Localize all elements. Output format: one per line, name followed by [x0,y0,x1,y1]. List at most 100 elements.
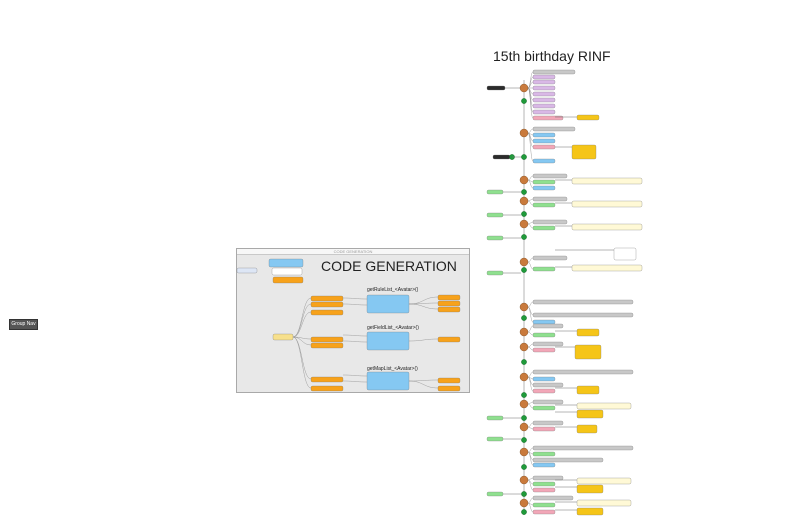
green-source-node[interactable] [486,212,504,218]
graph-node[interactable] [532,462,556,468]
note-node[interactable] [576,484,604,494]
graph-node[interactable] [532,475,564,481]
hub-node[interactable] [519,342,529,352]
hub-node[interactable] [519,422,529,432]
graph-node[interactable] [532,144,556,150]
graph-node[interactable] [532,97,556,103]
orange-node[interactable] [310,376,344,383]
graph-node[interactable] [532,115,564,121]
graph-node[interactable] [532,369,634,375]
graph-node[interactable] [532,312,634,318]
graph-node[interactable] [532,79,556,85]
hub-node[interactable] [519,257,529,267]
note-node[interactable] [571,223,643,231]
graph-node[interactable] [532,382,564,388]
hub-node[interactable] [519,447,529,457]
graph-node[interactable] [532,509,556,515]
graph-node[interactable] [532,332,556,338]
hub-node[interactable] [519,175,529,185]
green-source-node[interactable] [486,189,504,195]
connector-node[interactable] [521,491,527,497]
note-node[interactable] [576,328,600,337]
note-node[interactable] [576,499,632,507]
connector-node[interactable] [521,98,527,104]
graph-node[interactable] [532,347,556,353]
graph-node[interactable] [532,502,556,508]
note-node[interactable] [571,200,643,208]
orange-node[interactable] [310,342,344,349]
orange-node[interactable] [310,309,344,316]
graph-node[interactable] [532,487,556,493]
method-node[interactable] [366,371,410,391]
connector-node[interactable] [521,392,527,398]
note-node[interactable] [576,424,598,434]
schema-node[interactable] [268,258,304,268]
graph-node[interactable] [532,426,556,432]
connector-node[interactable] [521,211,527,217]
graph-node[interactable] [532,388,556,394]
note-node[interactable] [576,114,600,121]
graph-node[interactable] [532,219,568,225]
graph-node[interactable] [532,299,634,305]
orange-node[interactable] [310,385,344,392]
output-node[interactable] [437,385,461,392]
hub-node[interactable] [519,219,529,229]
graph-node[interactable] [532,173,568,179]
graph-node[interactable] [532,85,556,91]
hub-node[interactable] [519,475,529,485]
graph-node[interactable] [532,323,564,329]
hub-node[interactable] [519,399,529,409]
dark-input-node[interactable] [492,154,511,160]
graph-node[interactable] [532,451,556,457]
note-node[interactable] [576,507,604,516]
green-source-node[interactable] [486,436,504,442]
connector-node[interactable] [521,437,527,443]
graph-node[interactable] [532,196,568,202]
method-node[interactable] [366,331,410,351]
graph-node[interactable] [532,445,634,451]
graph-node[interactable] [532,103,556,109]
hub-node[interactable] [519,327,529,337]
graph-node[interactable] [532,405,556,411]
graph-node[interactable] [532,158,556,164]
graph-node[interactable] [532,74,556,80]
note-node[interactable] [574,344,602,360]
dark-input-node[interactable] [486,85,506,91]
note-node[interactable] [613,247,637,261]
output-node[interactable] [437,377,461,384]
graph-node[interactable] [532,495,574,501]
connector-node[interactable] [521,359,527,365]
output-node[interactable] [437,294,461,301]
graph-node[interactable] [532,185,556,191]
graph-node[interactable] [532,481,556,487]
graph-node[interactable] [532,132,556,138]
graph-node[interactable] [532,255,568,261]
connector-node[interactable] [521,464,527,470]
graph-node[interactable] [532,179,556,185]
hub-node[interactable] [519,372,529,382]
graph-node[interactable] [532,457,604,463]
connector-node[interactable] [521,267,527,273]
graph-node[interactable] [532,69,576,75]
graph-node[interactable] [532,420,564,426]
connector-node[interactable] [521,154,527,160]
hub-node[interactable] [519,498,529,508]
graph-node[interactable] [532,319,556,325]
output-node[interactable] [437,306,461,313]
green-source-node[interactable] [486,235,504,241]
orange-node[interactable] [310,295,344,302]
graph-node[interactable] [532,376,556,382]
green-source-node[interactable] [486,415,504,421]
graph-node[interactable] [532,202,556,208]
connector-node[interactable] [521,315,527,321]
graph-node[interactable] [532,266,556,272]
output-node[interactable] [437,336,461,343]
group-nav-button[interactable]: Group Nav [9,319,38,330]
note-node[interactable] [576,409,604,419]
output-node[interactable] [437,300,461,307]
graph-node[interactable] [532,138,556,144]
connector-node[interactable] [521,509,527,515]
hub-node[interactable] [519,128,529,138]
graph-node[interactable] [532,126,576,132]
